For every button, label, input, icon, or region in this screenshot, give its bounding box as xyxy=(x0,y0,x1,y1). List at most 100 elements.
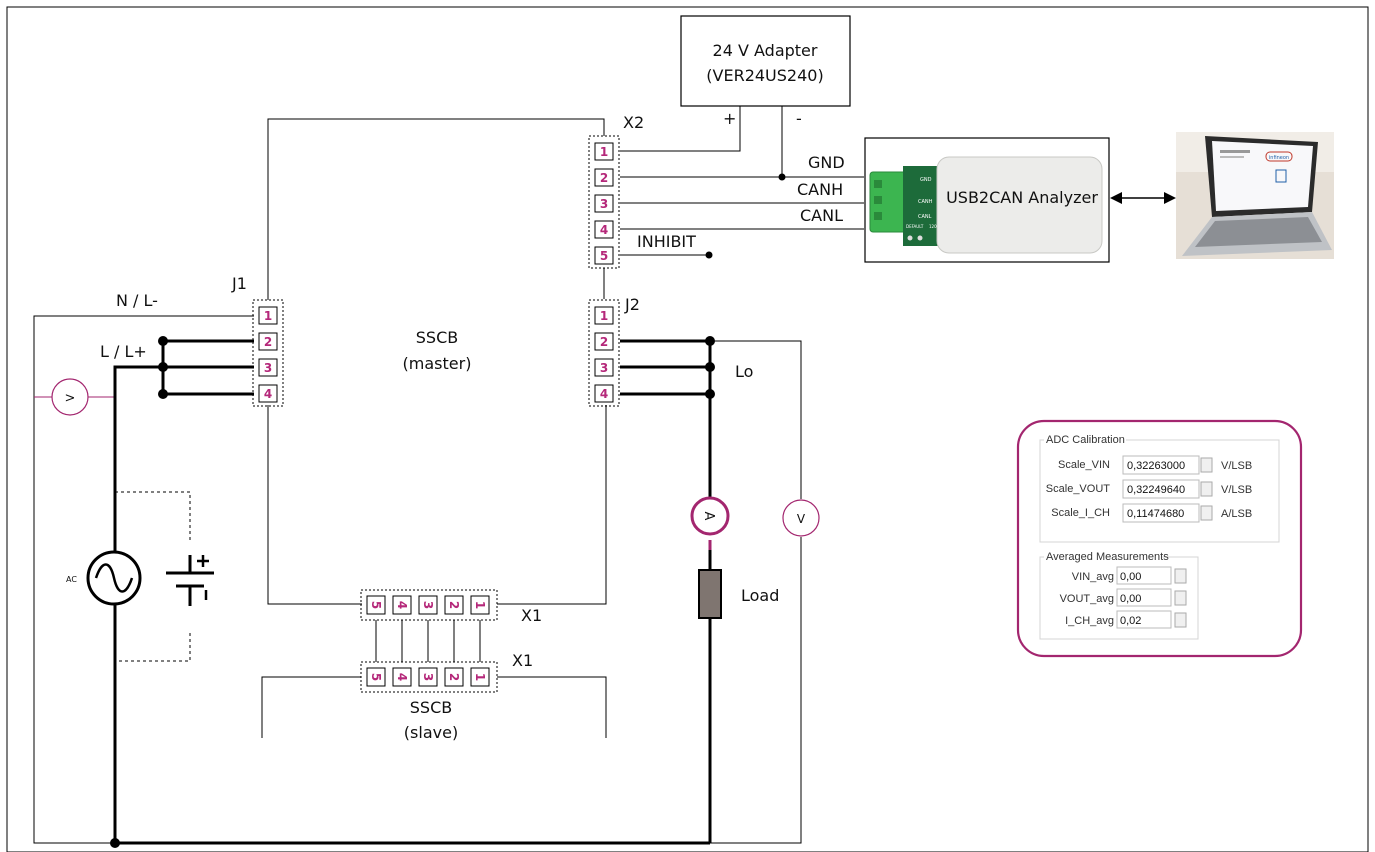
canh-label: CANH xyxy=(797,180,843,199)
j2-pins: 1 2 3 4 xyxy=(594,306,614,403)
scale-ich-spinner[interactable] xyxy=(1200,505,1213,521)
adapter-plus-label: + xyxy=(723,109,736,128)
input-voltmeter-symbol: > xyxy=(65,391,76,406)
x1-master-pin-2: 2 xyxy=(447,601,461,609)
ammeter-symbol: A xyxy=(701,512,716,521)
j1-pin-4: 4 xyxy=(264,387,272,401)
usb2can-label: USB2CAN Analyzer xyxy=(946,188,1098,207)
pcb-120r-label: 120R xyxy=(929,224,940,229)
scale-vin-spinner[interactable] xyxy=(1200,457,1213,473)
j1-pin-3: 3 xyxy=(264,361,272,375)
x1-master-pins: 5 4 3 2 1 xyxy=(366,595,490,615)
sscb-master-subtitle: (master) xyxy=(403,354,472,373)
vout-avg-value: 0,00 xyxy=(1120,593,1141,605)
scale-vout-spinner[interactable] xyxy=(1200,481,1213,497)
x1-master-pin-1: 1 xyxy=(473,601,487,609)
vout-avg-field[interactable] xyxy=(1116,588,1172,607)
vout-avg-spinner[interactable] xyxy=(1174,590,1187,606)
adapter-block: 24 V Adapter (VER24US240) + - xyxy=(680,15,851,128)
adc-gui-snapshot: ADC Calibration Scale_VIN 0,32263000 V/L… xyxy=(1016,419,1303,658)
ich-avg-value: 0,02 xyxy=(1120,615,1141,627)
x1-slave-pin-5: 5 xyxy=(369,673,383,681)
dc-source xyxy=(115,491,214,662)
j2-label: J2 xyxy=(624,295,640,314)
sscb-slave-title: SSCB xyxy=(410,698,452,717)
vin-avg-field[interactable] xyxy=(1116,566,1172,585)
usb2can-analyzer: GND CANH CANL DEFAULT 120R USB2CAN Analy… xyxy=(864,137,1110,263)
neutral-label: N / L- xyxy=(116,291,158,310)
load-label: Load xyxy=(741,586,779,605)
j2-pin-3: 3 xyxy=(600,361,608,375)
pcb-canh-label: CANH xyxy=(918,199,933,205)
x2-pin-4: 4 xyxy=(600,223,608,237)
x1-master-pin-5: 5 xyxy=(369,601,383,609)
inhibit-label: INHIBIT xyxy=(637,232,696,251)
ich-avg-label: I_CH_avg xyxy=(1065,615,1114,627)
j2-pin-1: 1 xyxy=(600,309,608,323)
x1-slave-pin-3: 3 xyxy=(421,673,435,681)
outer-frame xyxy=(6,6,1369,852)
pcb-canl-label: CANL xyxy=(918,214,932,220)
mains-thin-wires xyxy=(33,315,254,844)
x1-master-pin-3: 3 xyxy=(421,601,435,609)
j1-pin-1: 1 xyxy=(264,309,272,323)
ich-avg-spinner[interactable] xyxy=(1174,612,1187,628)
line-label: L / L+ xyxy=(100,342,147,361)
vout-avg-label: VOUT_avg xyxy=(1060,593,1114,605)
output-thick-wires xyxy=(620,339,712,843)
adc-calibration-title: ADC Calibration xyxy=(1046,434,1125,446)
scale-vin-field[interactable] xyxy=(1122,455,1200,475)
j2-pin-2: 2 xyxy=(600,335,608,349)
scale-ich-value: 0,11474680 xyxy=(1127,508,1184,520)
x2-pin-2: 2 xyxy=(600,171,608,185)
x2-pin-5: 5 xyxy=(600,249,608,263)
canl-label: CANL xyxy=(800,206,843,225)
x1-ribbon xyxy=(375,620,481,662)
x1-slave-pins: 5 4 3 2 1 xyxy=(366,667,490,687)
lo-label: Lo xyxy=(735,362,753,381)
pcb-default-label: DEFAULT xyxy=(906,224,924,229)
output-voltmeter: V xyxy=(710,340,820,844)
scale-vout-label: Scale_VOUT xyxy=(1046,483,1110,495)
scale-vout-value: 0,32249640 xyxy=(1127,484,1185,496)
j2-pin-4: 4 xyxy=(600,387,608,401)
output-voltmeter-symbol: V xyxy=(797,512,806,526)
sscb-slave-outline xyxy=(261,676,607,738)
can-wires xyxy=(620,176,864,256)
vin-avg-label: VIN_avg xyxy=(1072,571,1114,583)
laptop-photo: infineon xyxy=(1176,132,1334,259)
x1-slave-pin-4: 4 xyxy=(395,673,409,681)
adapter-wires xyxy=(620,106,783,177)
ac-label: AC xyxy=(66,575,77,584)
scale-ich-field[interactable] xyxy=(1122,503,1200,523)
j1-label: J1 xyxy=(231,274,247,293)
load-resistor: Load xyxy=(698,550,779,619)
laptop-logo: infineon xyxy=(1269,155,1289,161)
mains-junctions xyxy=(110,336,168,848)
usb-link-arrow xyxy=(1110,192,1176,204)
x1-master-label: X1 xyxy=(521,606,542,625)
x1-master-connector xyxy=(360,589,498,621)
x2-pins: 1 2 3 4 5 xyxy=(594,142,614,265)
ich-avg-field[interactable] xyxy=(1116,610,1172,629)
x1-slave-pin-2: 2 xyxy=(447,673,461,681)
adapter-minus-label: - xyxy=(796,109,802,128)
adapter-model: (VER24US240) xyxy=(706,66,823,85)
averaged-measurements-title: Averaged Measurements xyxy=(1046,551,1169,563)
x1-slave-label: X1 xyxy=(512,651,533,670)
vin-avg-spinner[interactable] xyxy=(1174,568,1187,584)
pcb-gnd-label: GND xyxy=(920,177,932,183)
x2-pin-3: 3 xyxy=(600,197,608,211)
inhibit-terminal xyxy=(705,251,713,259)
x2-pin-1: 1 xyxy=(600,145,608,159)
sscb-master-outline xyxy=(267,118,607,605)
x1-slave-pin-1: 1 xyxy=(473,673,487,681)
output-junctions xyxy=(705,336,715,399)
j1-pins: 1 2 3 4 xyxy=(258,306,278,403)
j1-pin-2: 2 xyxy=(264,335,272,349)
mains-thick-wires xyxy=(113,339,710,845)
scale-vout-field[interactable] xyxy=(1122,479,1200,499)
ac-source: AC xyxy=(66,550,142,606)
sscb-slave-subtitle: (slave) xyxy=(404,723,458,742)
